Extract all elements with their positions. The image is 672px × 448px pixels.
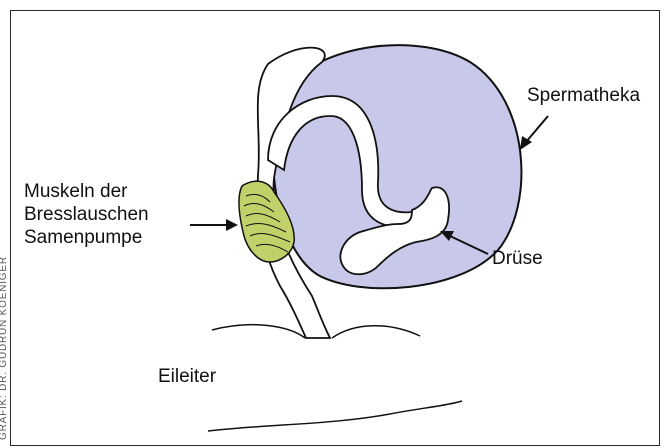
- oviduct-lower-line: [208, 401, 462, 431]
- label-eileiter: Eileiter: [158, 366, 216, 389]
- label-muskeln-line-1: Muskeln der: [24, 181, 149, 204]
- label-muskeln-line-3: Samenpumpe: [24, 227, 149, 250]
- oviduct-upper-line: [212, 325, 305, 338]
- label-muskeln: Muskeln der Bresslauschen Samenpumpe: [24, 181, 149, 249]
- arrow-muskeln: [190, 219, 238, 231]
- label-muskeln-line-2: Bresslauschen: [24, 204, 149, 227]
- label-druese: Drüse: [492, 248, 543, 271]
- label-spermatheka: Spermatheka: [527, 85, 640, 108]
- arrow-spermatheka: [520, 116, 548, 150]
- oviduct-upper-line-right: [332, 326, 420, 338]
